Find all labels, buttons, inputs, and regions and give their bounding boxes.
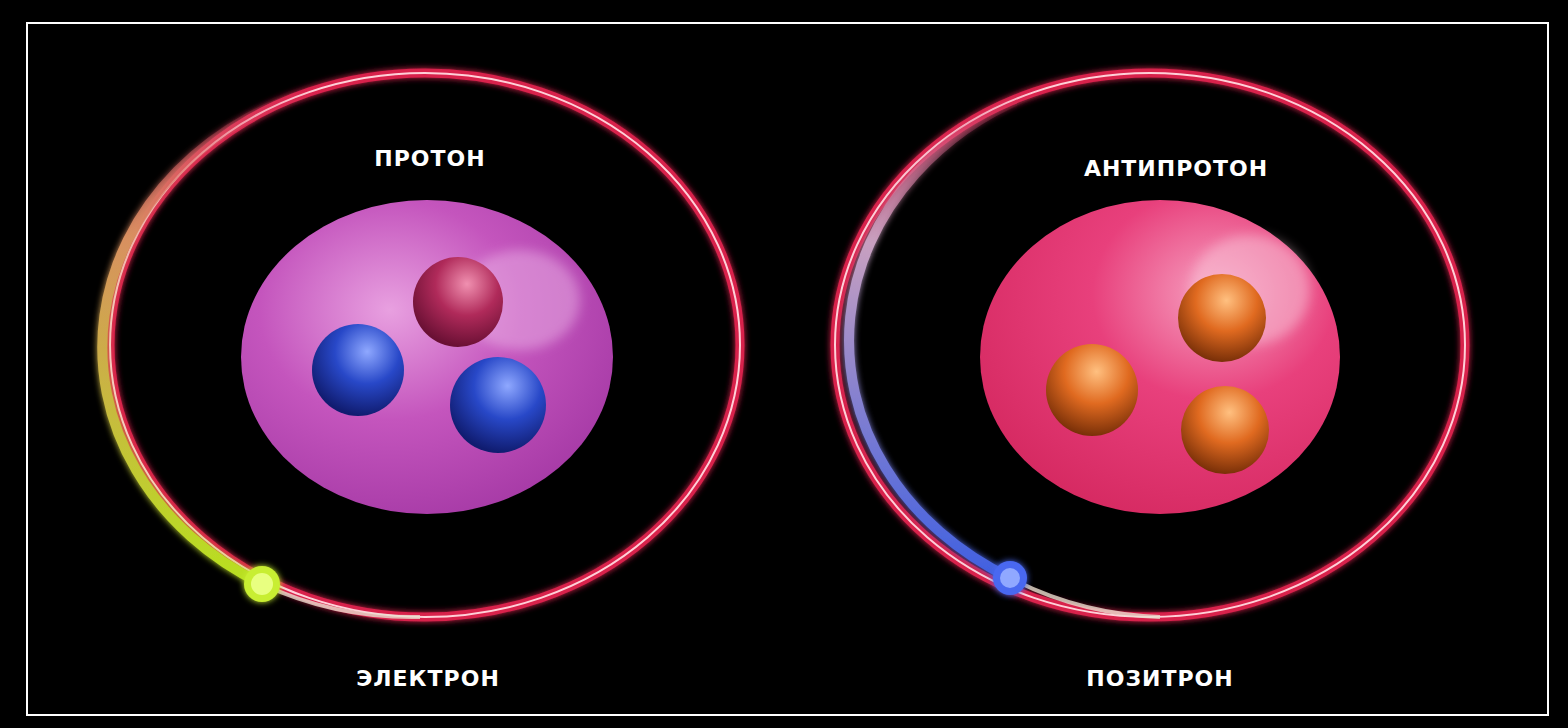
electron-label: ЭЛЕКТРОН: [356, 666, 500, 691]
positron-label: ПОЗИТРОН: [1086, 666, 1233, 691]
antihydrogen-atom: [835, 73, 1465, 617]
hydrogen-atom: [102, 73, 740, 617]
frame: [27, 23, 1548, 715]
antiproton-label: АНТИПРОТОН: [1084, 156, 1268, 181]
proton-label: ПРОТОН: [374, 146, 485, 171]
